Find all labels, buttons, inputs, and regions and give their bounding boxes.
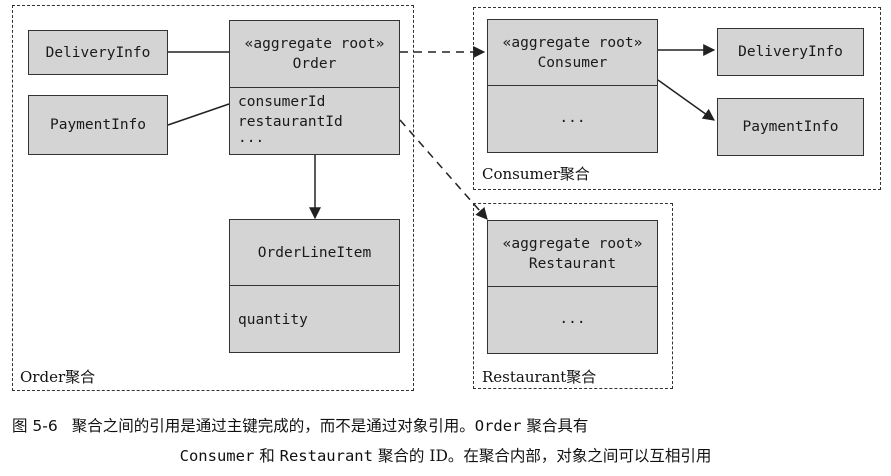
caption-text-2d: 聚合的 ID。在聚合内部，对象之间可以互相引用 — [372, 447, 712, 465]
arrow-consumer-paymentinfo — [657, 79, 715, 121]
order-paymentinfo-label: PaymentInfo — [49, 117, 147, 133]
caption-line-2: Consumer 和 Restaurant 聚合的 ID。在聚合内部，对象之间可… — [0, 444, 891, 466]
orderlineitem-class-box: OrderLineItem quantity — [229, 219, 400, 353]
restaurant-aggregate-label: Restaurant聚合 — [482, 368, 597, 386]
restaurant-class-fields: ... — [488, 287, 657, 335]
restaurant-class-header: «aggregate root» Restaurant — [488, 221, 657, 287]
restaurant-class-box: «aggregate root» Restaurant ... — [487, 220, 658, 354]
orderlineitem-class-name: OrderLineItem — [257, 244, 372, 261]
consumer-aggregate-boundary — [473, 7, 881, 190]
connector-lines — [167, 44, 716, 220]
orderlineitem-class-fields: quantity — [230, 286, 399, 336]
orderlineitem-class-header: OrderLineItem — [230, 220, 399, 286]
consumer-field-ellipsis: ... — [559, 110, 586, 126]
figure-number: 图 5-6 — [12, 417, 58, 435]
order-field-restaurantid: restaurantId — [238, 114, 343, 130]
order-field-consumerid: consumerId — [238, 94, 326, 110]
caption-text-2b: 和 — [254, 447, 280, 465]
consumer-class-header: «aggregate root» Consumer — [488, 20, 657, 86]
arrow-order-restaurant-reference — [399, 119, 488, 220]
caption-line-1: 图 5-6 聚合之间的引用是通过主键完成的，而不是通过对象引用。Order 聚合具… — [12, 414, 588, 436]
order-aggregate-boundary — [12, 5, 414, 391]
consumer-paymentinfo-label: PaymentInfo — [742, 119, 839, 135]
restaurant-field-ellipsis: ... — [559, 311, 586, 327]
order-class-name: Order — [292, 56, 337, 72]
consumer-class-name: Consumer — [537, 54, 608, 71]
caption-restaurant-term: Restaurant — [279, 447, 373, 465]
order-field-ellipsis: ... — [238, 130, 265, 146]
order-class-box: «aggregate root» Order consumerId restau… — [229, 20, 400, 155]
consumer-class-fields: ... — [488, 86, 657, 134]
restaurant-class-name: Restaurant — [528, 255, 617, 272]
orderlineitem-field-quantity: quantity — [238, 312, 308, 328]
order-class-header: «aggregate root» Order — [230, 21, 399, 88]
order-aggregate-label: Order聚合 — [20, 368, 96, 386]
restaurant-stereotype: «aggregate root» — [502, 235, 643, 252]
order-deliveryinfo-box: DeliveryInfo — [28, 30, 168, 75]
consumer-class-box: «aggregate root» Consumer ... — [487, 19, 658, 153]
consumer-aggregate-label: Consumer聚合 — [482, 165, 590, 183]
order-stereotype: «aggregate root» — [244, 36, 385, 52]
caption-text-1a: 聚合之间的引用是通过主键完成的，而不是通过对象引用。 — [71, 417, 475, 435]
consumer-deliveryinfo-box: DeliveryInfo — [717, 28, 864, 76]
caption-text-1c: 聚合具有 — [521, 417, 589, 435]
consumer-deliveryinfo-label: DeliveryInfo — [738, 44, 843, 60]
caption-consumer-term: Consumer — [179, 447, 255, 465]
caption-order-term: Order — [474, 417, 522, 435]
line-order-paymentinfo — [167, 103, 230, 126]
consumer-stereotype: «aggregate root» — [502, 34, 643, 51]
restaurant-aggregate-boundary — [473, 203, 673, 389]
order-deliveryinfo-label: DeliveryInfo — [45, 44, 151, 61]
order-paymentinfo-box: PaymentInfo — [28, 95, 168, 155]
consumer-paymentinfo-box: PaymentInfo — [717, 98, 864, 156]
order-class-fields: consumerId restaurantId ... — [230, 88, 399, 150]
